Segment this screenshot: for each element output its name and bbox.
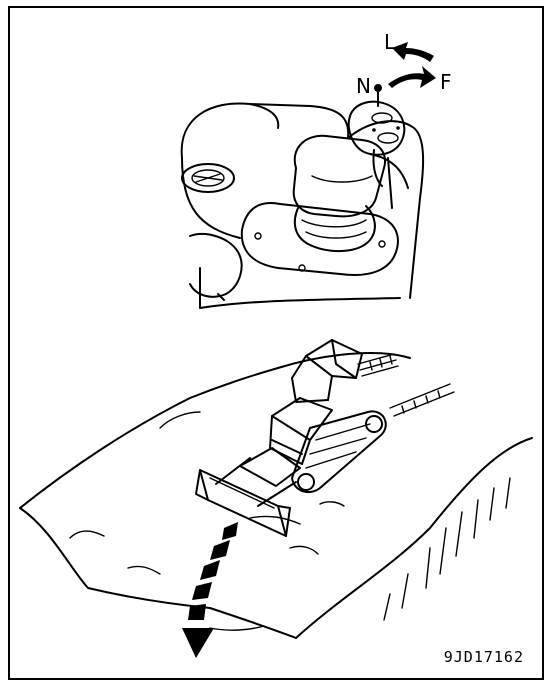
- control-console: [182, 103, 423, 308]
- travel-direction-arrow: [182, 522, 238, 658]
- illustration-frame: L N F 9JD17162: [8, 6, 544, 680]
- figure-code: 9JD17162: [444, 648, 524, 666]
- label-left: L: [384, 32, 395, 52]
- control-lever: [294, 84, 405, 251]
- neutral-pivot-dot: [374, 84, 382, 92]
- label-forward: F: [440, 72, 452, 92]
- label-neutral: N: [356, 76, 371, 96]
- illustration-canvas: [10, 8, 546, 682]
- direction-arrows: [388, 42, 436, 88]
- down-arrow-icon: [182, 628, 214, 658]
- forward-arrow-icon: [388, 66, 436, 88]
- track-marks: [358, 354, 454, 416]
- bulldozer: [196, 340, 386, 536]
- left-arrow-icon: [392, 42, 434, 62]
